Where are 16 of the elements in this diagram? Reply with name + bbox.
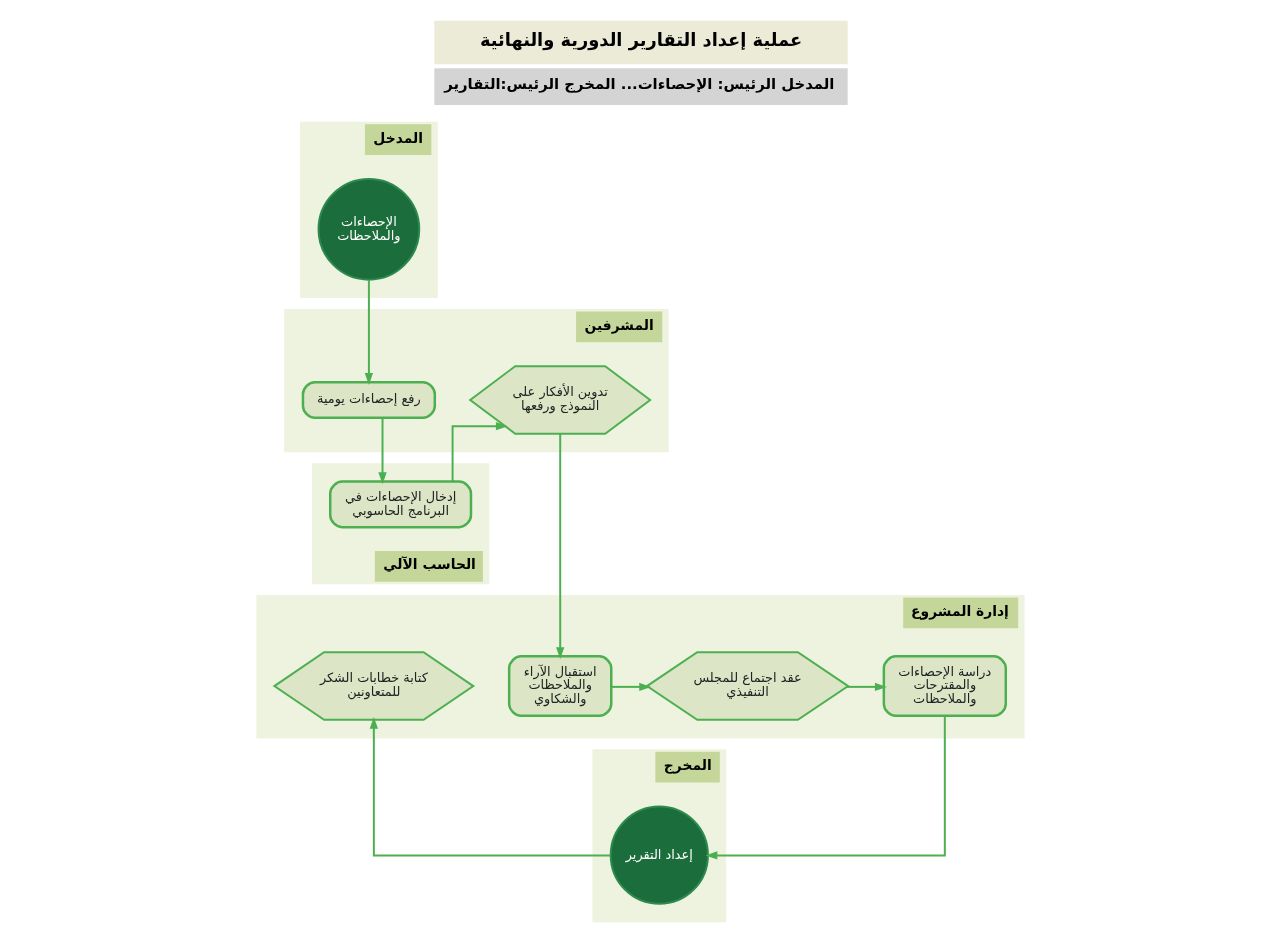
arrow [555,432,564,660]
node-box: دراسة الإحصاءات والمقترحات والملاحظات [882,655,1007,718]
node-circle: إعداد التقرير [609,805,709,905]
node-box: رفع إحصاءات يومية [301,380,436,420]
arrow [364,279,373,385]
arrow [704,714,946,860]
arrow [845,682,887,692]
arrow [609,682,651,692]
arrow [369,716,611,857]
diagram-title: عملية إعداد التقارير الدورية والنهائية [479,28,802,50]
arrow [451,422,508,483]
node-box: استقبال الآراء والملاحظات والشكاوي [507,655,612,718]
arrow [377,417,387,485]
node-box: إدخال الإحصاءات في البرنامج الحاسوبي [328,480,472,529]
node-circle: الإحصاءات والملاحظات [317,177,420,281]
caption: المدخل الرئيس: الإحصاءات... المخرج الرئيس:التقارير [443,75,834,94]
